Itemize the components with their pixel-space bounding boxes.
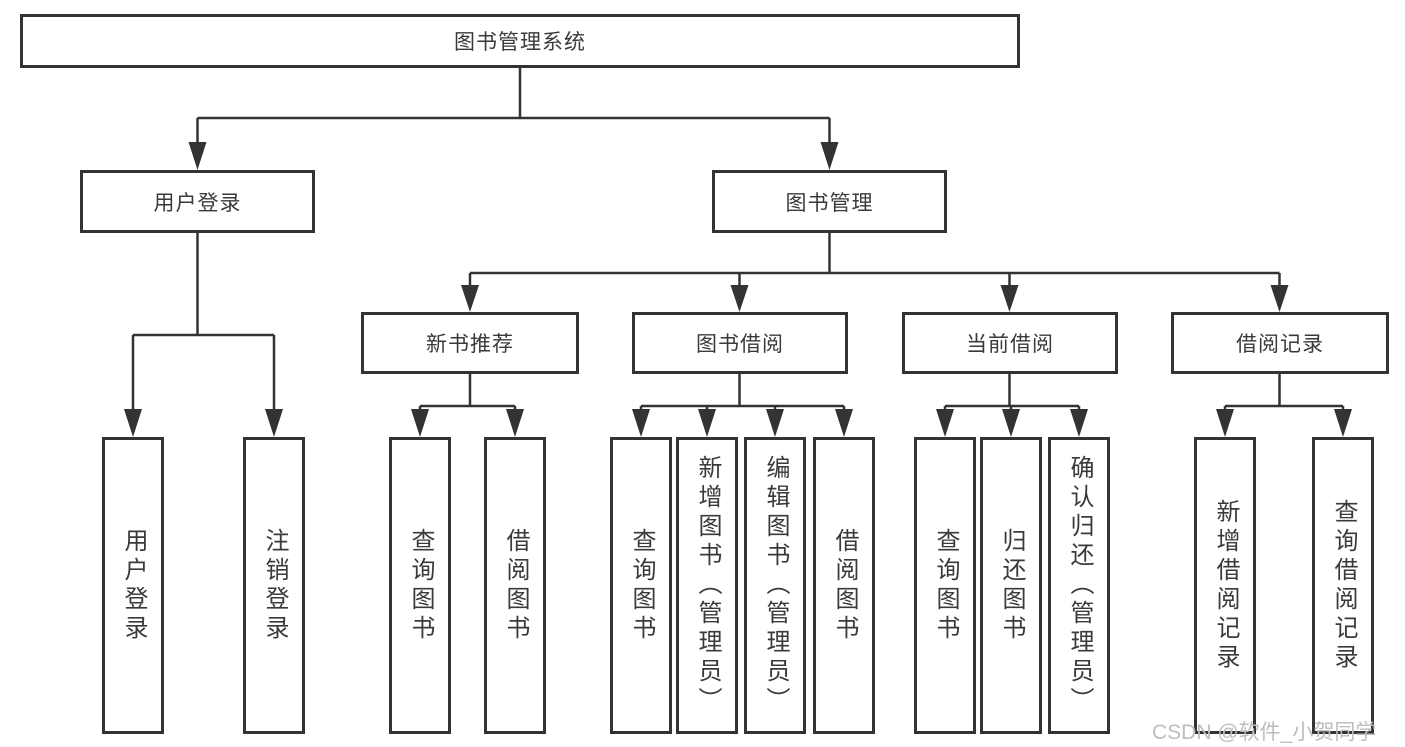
node-current-borrowing: 当前借阅	[902, 312, 1118, 374]
node-label: 编辑图书（管理员）	[762, 455, 789, 716]
node-label: 借阅记录	[1236, 333, 1324, 356]
leaf-add-book-admin: 新增图书（管理员）	[676, 437, 738, 734]
node-label: 确认归还（管理员）	[1066, 455, 1093, 716]
leaf-query-books-current: 查询图书	[914, 437, 976, 734]
node-label: 查询借阅记录	[1330, 498, 1357, 673]
arrow-down-icon	[188, 142, 207, 170]
node-label: 图书借阅	[696, 333, 784, 356]
node-label: 图书管理系统	[454, 31, 586, 54]
arrow-down-icon	[766, 409, 784, 437]
leaf-user-login: 用户登录	[102, 437, 164, 734]
leaf-query-books-recommend: 查询图书	[389, 437, 451, 734]
node-book-borrowing: 图书借阅	[632, 312, 848, 374]
arrow-down-icon	[461, 285, 479, 312]
arrow-down-icon	[1216, 409, 1234, 437]
leaf-borrow-books-borrowing: 借阅图书	[813, 437, 875, 734]
leaf-query-borrow-record: 查询借阅记录	[1312, 437, 1374, 734]
node-label: 新增图书（管理员）	[694, 455, 721, 716]
node-label: 图书管理	[785, 191, 874, 215]
node-borrowing-records: 借阅记录	[1171, 312, 1389, 374]
arrow-down-icon	[1002, 409, 1020, 437]
arrow-down-icon	[835, 409, 853, 437]
leaf-borrow-books-recommend: 借阅图书	[484, 437, 546, 734]
arrow-down-icon	[632, 409, 650, 437]
node-label: 借阅图书	[831, 527, 858, 644]
node-label: 注销登录	[261, 527, 288, 644]
node-new-book-recommendation: 新书推荐	[361, 312, 579, 374]
arrow-down-icon	[698, 409, 716, 437]
arrow-down-icon	[936, 409, 954, 437]
arrow-down-icon	[411, 409, 429, 437]
arrow-down-icon	[730, 285, 749, 312]
arrow-down-icon	[1070, 409, 1088, 437]
node-label: 查询图书	[628, 527, 655, 644]
arrowhead-icons	[124, 142, 1352, 437]
node-book-management: 图书管理	[712, 170, 947, 233]
node-user-login: 用户登录	[80, 170, 315, 233]
node-label: 用户登录	[120, 527, 147, 644]
leaf-edit-book-admin: 编辑图书（管理员）	[744, 437, 806, 734]
arrow-down-icon	[1334, 409, 1352, 437]
node-label: 归还图书	[998, 527, 1025, 644]
csdn-watermark: CSDN @软件_小贺同学	[1152, 721, 1377, 744]
arrow-down-icon	[820, 142, 839, 170]
leaf-logout: 注销登录	[243, 437, 305, 734]
arrow-down-icon	[124, 409, 142, 437]
node-label: 新增借阅记录	[1212, 498, 1239, 673]
node-label: 用户登录	[153, 191, 242, 215]
leaf-return-books: 归还图书	[980, 437, 1042, 734]
node-label: 查询图书	[407, 527, 434, 644]
arrow-down-icon	[265, 409, 283, 437]
leaf-confirm-return-admin: 确认归还（管理员）	[1048, 437, 1110, 734]
node-library-management-system: 图书管理系统	[20, 14, 1020, 68]
node-label: 当前借阅	[966, 333, 1054, 356]
node-label: 借阅图书	[502, 527, 529, 644]
arrow-down-icon	[1270, 285, 1289, 312]
arrow-down-icon	[1000, 285, 1019, 312]
arrow-down-icon	[506, 409, 524, 437]
node-label: 查询图书	[932, 527, 959, 644]
leaf-query-books-borrowing: 查询图书	[610, 437, 672, 734]
node-label: 新书推荐	[426, 333, 514, 356]
leaf-add-borrow-record: 新增借阅记录	[1194, 437, 1256, 734]
